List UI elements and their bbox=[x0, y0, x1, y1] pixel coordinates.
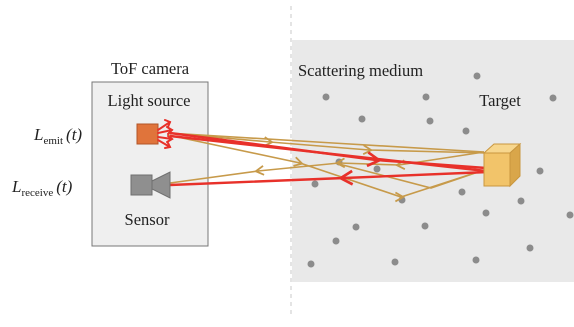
particle bbox=[322, 93, 330, 101]
direct-path-outgoing-2 bbox=[169, 134, 487, 173]
receive-symbol: L bbox=[11, 177, 21, 196]
emit-arg: (t) bbox=[66, 125, 82, 144]
emit-subscript: emit bbox=[43, 135, 63, 147]
particle bbox=[398, 196, 406, 204]
particle bbox=[517, 197, 525, 205]
particle bbox=[358, 115, 366, 123]
sensor-icon bbox=[130, 171, 171, 199]
target-label: Target bbox=[479, 91, 521, 110]
direct-path-return bbox=[169, 169, 489, 187]
scattered-light-paths bbox=[167, 132, 488, 203]
particle bbox=[472, 256, 480, 264]
receive-arg: (t) bbox=[56, 177, 72, 196]
sensor-label: Sensor bbox=[125, 210, 170, 229]
scattered-path-top bbox=[167, 132, 488, 155]
particle bbox=[391, 258, 399, 266]
receive-subscript: receive bbox=[21, 187, 53, 199]
emit-arg-text: (t) bbox=[66, 125, 82, 144]
particle bbox=[473, 72, 481, 80]
particle bbox=[311, 180, 319, 188]
emit-signal-label: Lemit(t) bbox=[33, 125, 82, 147]
particle bbox=[566, 211, 574, 219]
particle bbox=[549, 94, 557, 102]
scattered-path-return-lower bbox=[338, 163, 485, 189]
particle bbox=[458, 188, 466, 196]
light-source-icon bbox=[136, 119, 174, 149]
camera-box bbox=[91, 81, 209, 247]
particle bbox=[373, 165, 381, 173]
particle bbox=[462, 127, 470, 135]
particle bbox=[421, 222, 429, 230]
particle bbox=[352, 223, 360, 231]
particle bbox=[536, 167, 544, 175]
emit-symbol: L bbox=[33, 125, 43, 144]
target-cube bbox=[482, 142, 522, 188]
particle bbox=[422, 93, 430, 101]
receive-arg-text: (t) bbox=[56, 177, 72, 196]
direct-light-paths bbox=[169, 131, 489, 187]
particle bbox=[332, 237, 340, 245]
particle bbox=[526, 244, 534, 252]
particle bbox=[307, 260, 315, 268]
particle bbox=[426, 117, 434, 125]
receive-signal-label: Lreceive(t) bbox=[11, 177, 73, 199]
particle bbox=[482, 209, 490, 217]
light-source-label: Light source bbox=[108, 91, 191, 110]
medium-label: Scattering medium bbox=[298, 61, 423, 80]
target-front-face bbox=[483, 152, 511, 187]
camera-title: ToF camera bbox=[111, 59, 190, 78]
scattered-path-upper bbox=[167, 132, 485, 153]
